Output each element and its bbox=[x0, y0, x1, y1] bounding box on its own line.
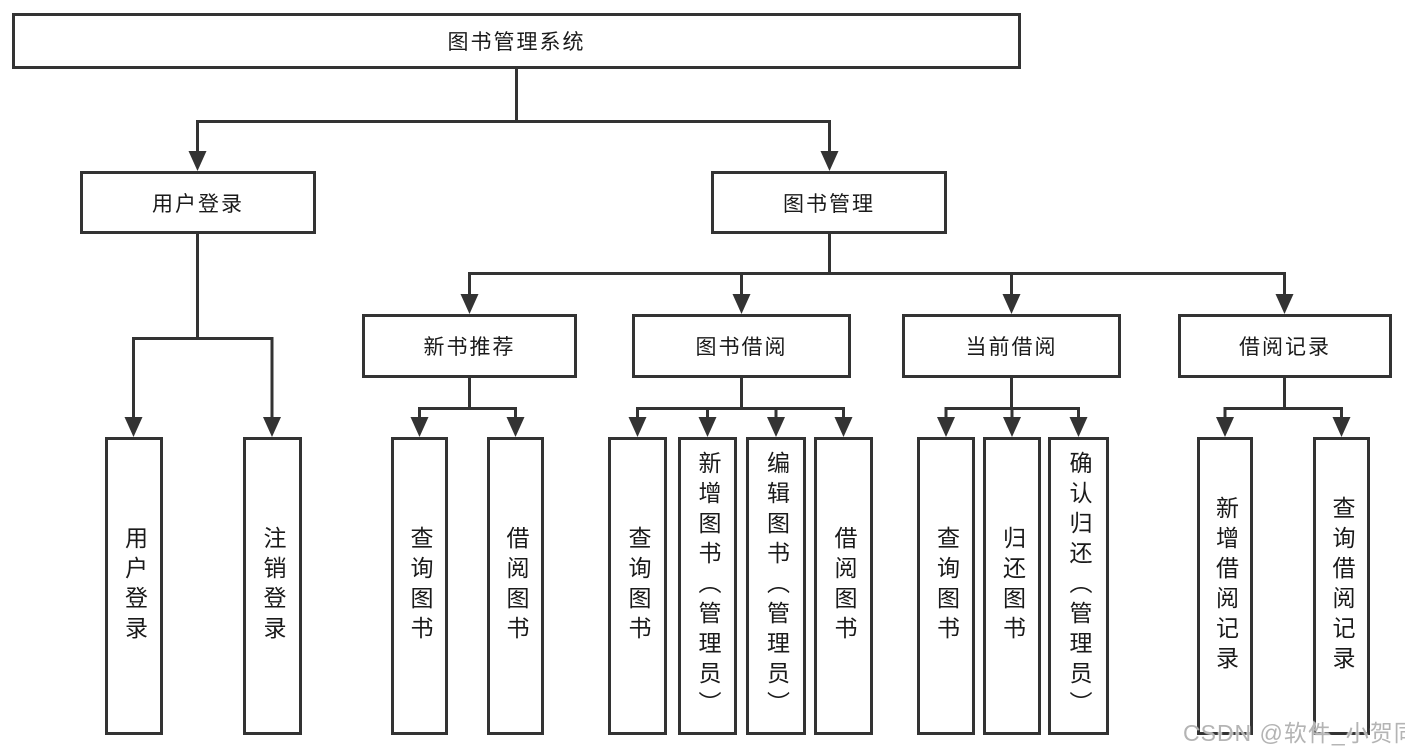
arrow-down-icon bbox=[834, 417, 853, 437]
connector-book-borrow-branch bbox=[636, 378, 845, 419]
node-borrow-books-newbooks: 借阅图书 bbox=[487, 437, 544, 735]
node-borrow-books-leaf: 借阅图书 bbox=[814, 437, 873, 735]
arrow-down-icon bbox=[767, 417, 785, 437]
arrow-down-icon bbox=[820, 151, 839, 171]
arrow-down-icon bbox=[410, 417, 429, 437]
node-borrow-records: 借阅记录 bbox=[1178, 314, 1392, 378]
node-library-management-system: 图书管理系统 bbox=[12, 13, 1021, 69]
node-return-book: 归还图书 bbox=[983, 437, 1041, 735]
arrow-down-icon bbox=[1003, 417, 1021, 437]
connector-user-login-branch bbox=[132, 234, 274, 419]
node-logout-leaf: 注销登录 bbox=[243, 437, 302, 735]
node-query-borrow-record: 查询借阅记录 bbox=[1313, 437, 1370, 735]
arrow-down-icon bbox=[732, 294, 751, 314]
arrow-down-icon bbox=[1275, 294, 1294, 314]
arrow-down-icon bbox=[188, 151, 207, 171]
connector-current-borrow-branch bbox=[944, 378, 1080, 419]
node-query-books-borrow: 查询图书 bbox=[608, 437, 667, 735]
arrow-down-icon bbox=[1332, 417, 1351, 437]
node-query-books-newbooks: 查询图书 bbox=[391, 437, 448, 735]
arrow-down-icon bbox=[460, 294, 479, 314]
arrow-down-icon bbox=[124, 417, 143, 437]
arrow-down-icon bbox=[1002, 294, 1021, 314]
connector-root-to-level2 bbox=[196, 69, 831, 153]
arrow-down-icon bbox=[628, 417, 647, 437]
node-add-book-admin: 新增图书（管理员） bbox=[678, 437, 737, 735]
node-add-borrow-record: 新增借阅记录 bbox=[1197, 437, 1253, 735]
node-query-books-current: 查询图书 bbox=[917, 437, 975, 735]
connector-new-books-branch bbox=[418, 378, 517, 419]
csdn-watermark: CSDN @软件_小贺同学 bbox=[1183, 720, 1405, 746]
node-book-borrow: 图书借阅 bbox=[632, 314, 851, 378]
node-user-login-module: 用户登录 bbox=[80, 171, 316, 234]
node-edit-book-admin: 编辑图书（管理员） bbox=[746, 437, 806, 735]
connector-book-management-branch bbox=[468, 234, 1286, 296]
arrow-down-icon bbox=[937, 417, 955, 437]
arrow-down-icon bbox=[506, 417, 525, 437]
node-confirm-return-admin: 确认归还（管理员） bbox=[1048, 437, 1109, 735]
arrow-down-icon bbox=[698, 417, 717, 437]
node-book-management-module: 图书管理 bbox=[711, 171, 947, 234]
node-user-login-leaf: 用户登录 bbox=[105, 437, 163, 735]
node-new-books-recommend: 新书推荐 bbox=[362, 314, 577, 378]
arrow-down-icon bbox=[263, 417, 281, 437]
arrow-down-icon bbox=[1216, 417, 1234, 437]
connector-borrow-records-branch bbox=[1223, 378, 1343, 419]
arrow-down-icon bbox=[1069, 417, 1088, 437]
node-current-borrow: 当前借阅 bbox=[902, 314, 1121, 378]
